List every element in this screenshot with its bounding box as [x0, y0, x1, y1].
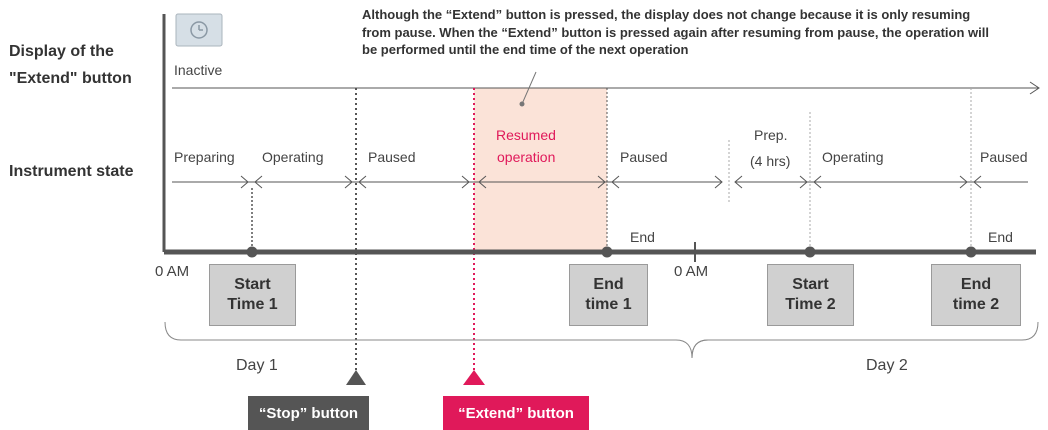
extend-note: Although the “Extend” button is pressed,…: [362, 7, 989, 57]
end-label-day1: End: [630, 229, 655, 245]
stop-button-bg: [248, 396, 369, 430]
midnight-label-day1: 0 AM: [155, 263, 189, 280]
time-markers: [246, 246, 977, 258]
state-paused: Paused: [368, 149, 415, 165]
extend-button[interactable]: “Extend” button: [458, 404, 574, 422]
resumed-operation-highlight: [474, 88, 607, 250]
day1-label: Day 1: [236, 357, 278, 374]
extend-button-bg: [443, 396, 589, 430]
state-operating: Operating: [262, 149, 323, 165]
state-paused-3: Paused: [980, 149, 1027, 165]
day1-brace: [164, 321, 709, 359]
display-row-label-line2: "Extend" button: [9, 70, 132, 87]
extend-triangle: [463, 370, 485, 385]
clock-icon: [175, 13, 223, 47]
note-leader-dot: [519, 101, 525, 107]
end-label-day2: End: [988, 229, 1013, 245]
state-prep-hours: (4 hrs): [750, 153, 790, 169]
stop-button[interactable]: “Stop” button: [258, 404, 359, 422]
inactive-label: Inactive: [174, 62, 222, 78]
state-resumed: Resumed: [496, 127, 556, 143]
state-arrows: [172, 175, 1028, 189]
display-row-arrowhead: [1029, 81, 1040, 95]
note-leader-line: [521, 71, 537, 105]
state-operating-2: Operating: [822, 149, 883, 165]
display-row-label: Display of the "Extend" button: [9, 38, 132, 92]
display-row-label-line1: Display of the: [9, 43, 114, 60]
state-preparing: Preparing: [174, 149, 235, 165]
dotted-dividers: [728, 88, 972, 252]
state-resumed-operation: operation: [497, 149, 555, 165]
stop-triangle: [346, 370, 366, 385]
state-prep: Prep.: [754, 127, 787, 143]
state-row-label: Instrument state: [9, 163, 134, 180]
day2-label: Day 2: [866, 357, 908, 374]
state-paused-2: Paused: [620, 149, 667, 165]
day2-brace: [691, 321, 1039, 359]
midnight-label-day2: 0 AM: [674, 263, 708, 280]
